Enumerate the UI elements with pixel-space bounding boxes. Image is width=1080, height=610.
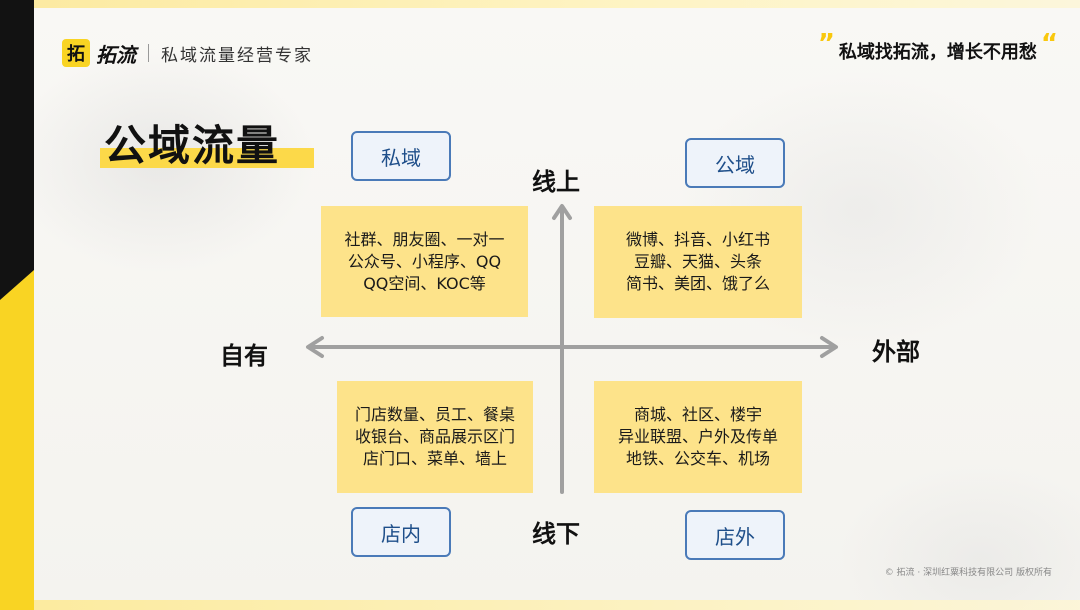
copyright-notice: © 拓流 · 深圳红粟科技有限公司 版权所有 <box>884 568 1052 578</box>
quadrant-line: 店门口、菜单、墙上 <box>362 449 507 468</box>
brand-tagline: 私域流量经营专家 <box>161 45 313 66</box>
tag-private-domain: 私域 <box>351 131 451 181</box>
top-accent-strip <box>0 0 1080 8</box>
quadrant-bottom-right: 商城、社区、楼宇 异业联盟、户外及传单 地铁、公交车、机场 <box>594 381 802 493</box>
quadrant-line: 公众号、小程序、QQ <box>347 251 502 271</box>
quadrant-line: 异业联盟、户外及传单 <box>617 427 778 446</box>
axis-label-owned: 自有 <box>220 342 268 370</box>
logo-name: 拓流 <box>96 42 136 67</box>
quadrant-top-right: 微博、抖音、小红书 豆瓣、天猫、头条 简书、美团、饿了么 <box>594 206 802 318</box>
quadrant-line: 门店数量、员工、餐桌 <box>354 405 515 424</box>
quadrant-line: 商城、社区、楼宇 <box>633 405 762 424</box>
page-title-wrap: 公域流量 <box>100 112 314 173</box>
close-quote-icon: “ <box>1040 29 1058 59</box>
quadrant-line: 简书、美团、饿了么 <box>625 274 770 293</box>
axis-label-online: 线上 <box>532 168 580 196</box>
title-highlight <box>100 148 314 168</box>
quadrant-line: 微博、抖音、小红书 <box>625 230 770 249</box>
quadrant-line: 豆瓣、天猫、头条 <box>633 252 762 271</box>
left-black-bar <box>0 0 34 300</box>
quadrant-line: 地铁、公交车、机场 <box>625 449 770 468</box>
quadrant-top-left: 社群、朋友圈、一对一 公众号、小程序、QQ QQ空间、KOC等 <box>321 206 528 317</box>
logo-mark: 拓 <box>62 39 90 67</box>
quadrant-bottom-left: 门店数量、员工、餐桌 收银台、商品展示区门 店门口、菜单、墙上 <box>337 381 533 493</box>
tag-out-of-store: 店外 <box>685 510 785 560</box>
bottom-accent-strip <box>0 600 1080 610</box>
up-arrow-head <box>552 204 572 220</box>
quadrant-line: 收银台、商品展示区门 <box>354 427 515 446</box>
axis-label-offline: 线下 <box>532 520 580 548</box>
brand-logo: 拓 拓流 私域流量经营专家 <box>62 38 313 68</box>
quadrant-line: 社群、朋友圈、一对一 <box>344 229 505 249</box>
slogan: ” 私域找拓流，增长不用愁 “ <box>817 29 1058 64</box>
header-divider <box>148 44 149 62</box>
left-yellow-bar <box>0 270 34 610</box>
tag-public-domain: 公域 <box>685 138 785 188</box>
right-arrow-head <box>820 336 838 358</box>
quadrant-line: QQ空间、KOC等 <box>363 273 486 293</box>
page-title: 公域流量 <box>104 121 281 170</box>
slogan-text: 私域找拓流，增长不用愁 <box>838 42 1037 63</box>
left-arrow-head <box>306 336 324 358</box>
axis-label-external: 外部 <box>872 338 920 366</box>
tag-in-store: 店内 <box>351 507 451 557</box>
open-quote-icon: ” <box>817 29 835 59</box>
